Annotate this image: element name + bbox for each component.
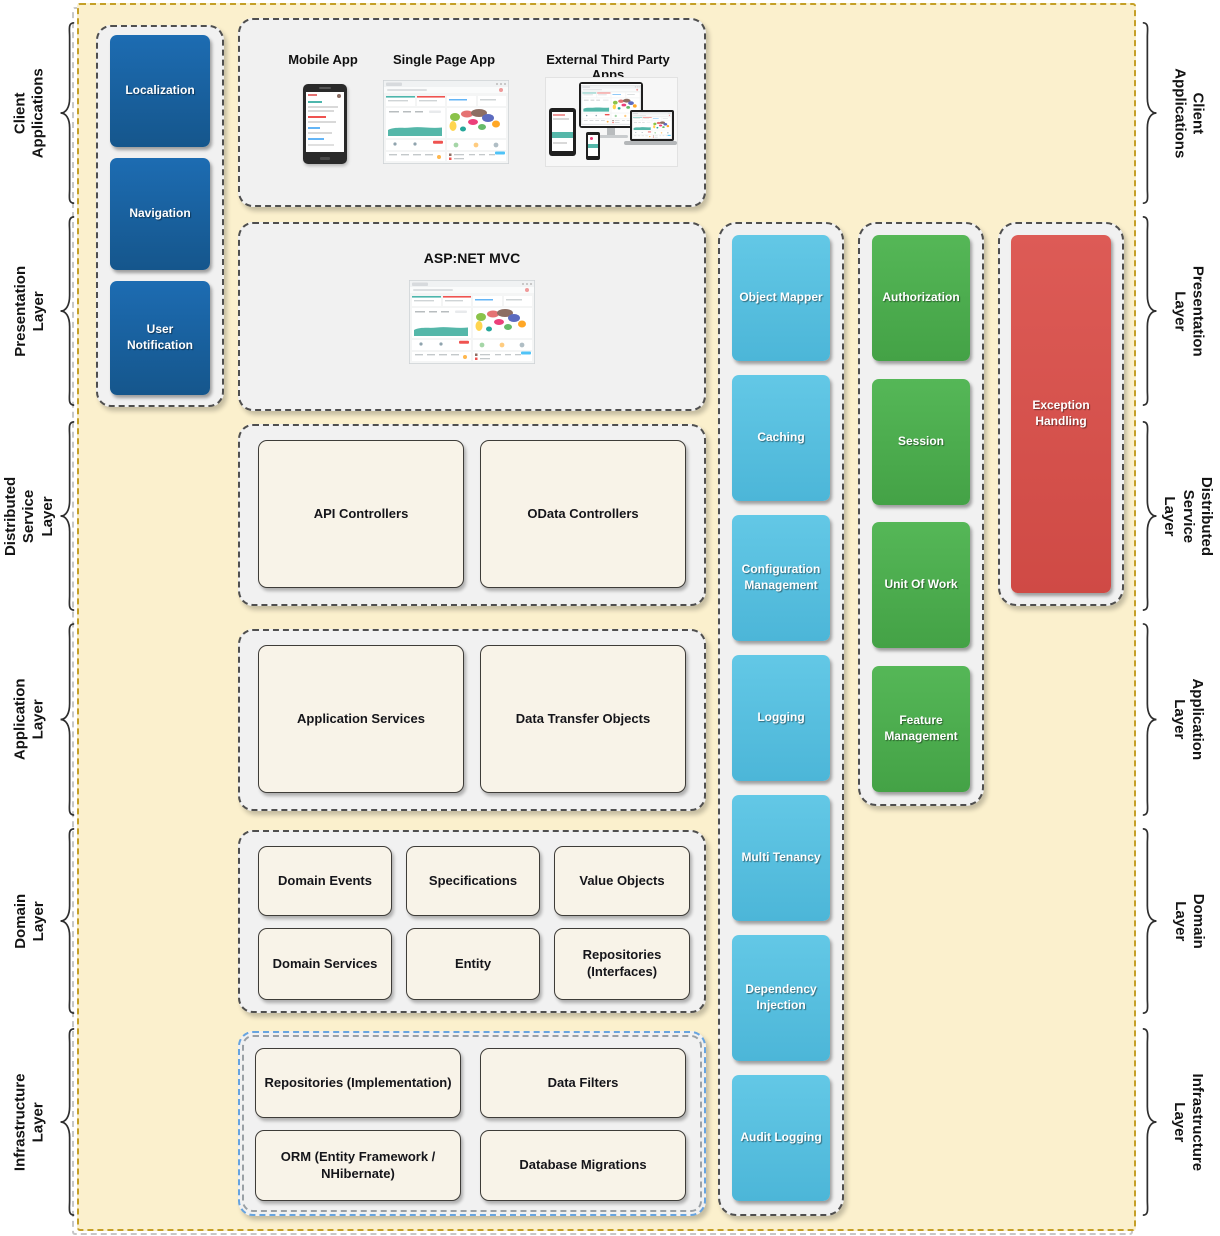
unit-of-work-box: Unit Of Work <box>872 522 970 648</box>
exception-handling-box: Exception Handling <box>1011 235 1111 593</box>
aspnet-mvc-title: ASP:NET MVC <box>423 250 521 266</box>
layer-label-presentation: Presentation Layer <box>11 265 48 357</box>
logging-box: Logging <box>732 655 830 781</box>
caching-box: Caching <box>732 375 830 501</box>
layer-band-right-presentation: Presentation Layer <box>1141 214 1215 408</box>
object-mapper-box: Object Mapper <box>732 235 830 361</box>
multi-tenancy-box: Multi Tenancy <box>732 795 830 921</box>
session-box: Session <box>872 379 970 505</box>
layer-band-left-presentation: Presentation Layer <box>4 214 76 408</box>
single-page-app-title: Single Page App <box>392 52 496 67</box>
brace-icon <box>56 214 76 408</box>
layer-label-client-applications: Client Applications <box>11 67 48 159</box>
application-services-box: Application Services <box>258 645 464 793</box>
phone-screen <box>306 92 344 152</box>
odata-controllers-box: OData Controllers <box>480 440 686 588</box>
spa-screenshot <box>383 80 509 164</box>
cross-cutting-red-panel: Exception Handling <box>998 222 1124 606</box>
layer-band-left-infrastructure: Infrastructure Layer <box>4 1026 76 1218</box>
brace-icon <box>56 1026 76 1218</box>
user-notification-box: User Notification <box>110 281 210 395</box>
layer-label-distributed-service: Distributed Service Layer <box>1161 476 1216 556</box>
mvc-screenshot <box>409 280 535 364</box>
data-filters-box: Data Filters <box>480 1048 686 1118</box>
brace-icon <box>56 621 76 818</box>
layer-band-left-application: Application Layer <box>4 621 76 818</box>
layer-band-right-application: Application Layer <box>1141 621 1215 818</box>
layer-label-infrastructure: Infrastructure Layer <box>1171 1073 1207 1171</box>
laptop-frame <box>630 110 674 141</box>
entity-box: Entity <box>406 928 540 1000</box>
data-transfer-objects-box: Data Transfer Objects <box>480 645 686 793</box>
repositories-interfaces-box: Repositories (Interfaces) <box>554 928 690 1000</box>
specifications-box: Specifications <box>406 846 540 916</box>
domain-services-box: Domain Services <box>258 928 392 1000</box>
api-controllers-box: API Controllers <box>258 440 464 588</box>
audit-logging-box: Audit Logging <box>732 1075 830 1201</box>
mobile-app-title: Mobile App <box>288 52 358 67</box>
layer-label-domain: Domain Layer <box>1171 893 1207 949</box>
repositories-implementation-box: Repositories (Implementation) <box>255 1048 461 1118</box>
external-apps-screenshot <box>545 77 678 167</box>
presentation-panel: ASP:NET MVC <box>238 222 706 411</box>
layer-label-client-applications: Client Applications <box>1171 67 1207 159</box>
localization-box: Localization <box>110 35 210 147</box>
brace-icon <box>56 826 76 1016</box>
feature-management-box: Feature Management <box>872 666 970 792</box>
layer-band-right-domain: Domain Layer <box>1141 826 1215 1016</box>
brace-icon <box>56 419 76 613</box>
dependency-injection-box: Dependency Injection <box>732 935 830 1061</box>
brace-icon <box>56 20 76 206</box>
domain-panel: Domain Events Specifications Value Objec… <box>238 830 706 1013</box>
layer-label-distributed-service: Distributed Service Layer <box>2 476 57 556</box>
layer-band-right-infrastructure: Infrastructure Layer <box>1141 1026 1215 1218</box>
layer-label-infrastructure: Infrastructure Layer <box>11 1073 47 1171</box>
authorization-box: Authorization <box>872 235 970 361</box>
layer-band-left-distributed-service: Distributed Service Layer <box>2 419 76 613</box>
smartphone-frame <box>586 132 600 160</box>
client-applications-panel: Mobile App Single Page App External Thir… <box>238 18 706 207</box>
brace-icon <box>1141 621 1161 818</box>
layer-label-application: Application Layer <box>1171 678 1207 761</box>
infrastructure-panel: Repositories (Implementation) Data Filte… <box>238 1031 706 1216</box>
mobile-app-screenshot <box>303 84 347 164</box>
configuration-management-box: Configuration Management <box>732 515 830 641</box>
brace-icon <box>1141 20 1161 206</box>
distributed-service-panel: API Controllers OData Controllers <box>238 424 706 606</box>
layer-label-domain: Domain Layer <box>11 893 48 949</box>
brace-icon <box>1141 826 1161 1016</box>
layer-band-right-distributed-service: Distributed Service Layer <box>1141 419 1215 613</box>
client-tools-panel: Localization Navigation User Notificatio… <box>96 25 224 407</box>
layer-band-left-client-applications: Client Applications <box>4 20 76 206</box>
cross-cutting-green-panel: Authorization Session Unit Of Work Featu… <box>858 222 984 806</box>
brace-icon <box>1141 214 1161 408</box>
cross-cutting-cyan-panel: Object Mapper Caching Configuration Mana… <box>718 222 844 1216</box>
layer-band-left-domain: Domain Layer <box>4 826 76 1016</box>
phone-home-button <box>320 157 330 160</box>
database-migrations-box: Database Migrations <box>480 1130 686 1201</box>
layer-label-application: Application Layer <box>11 678 48 761</box>
domain-events-box: Domain Events <box>258 846 392 916</box>
brace-icon <box>1141 1026 1161 1218</box>
application-panel: Application Services Data Transfer Objec… <box>238 629 706 811</box>
navigation-box: Navigation <box>110 158 210 270</box>
layer-band-right-client-applications: Client Applications <box>1141 20 1215 206</box>
layer-label-presentation: Presentation Layer <box>1171 265 1207 357</box>
brace-icon <box>1141 419 1161 613</box>
orm-box: ORM (Entity Framework / NHibernate) <box>255 1130 461 1201</box>
tablet-frame <box>549 108 576 156</box>
phone-speaker <box>319 87 331 89</box>
value-objects-box: Value Objects <box>554 846 690 916</box>
